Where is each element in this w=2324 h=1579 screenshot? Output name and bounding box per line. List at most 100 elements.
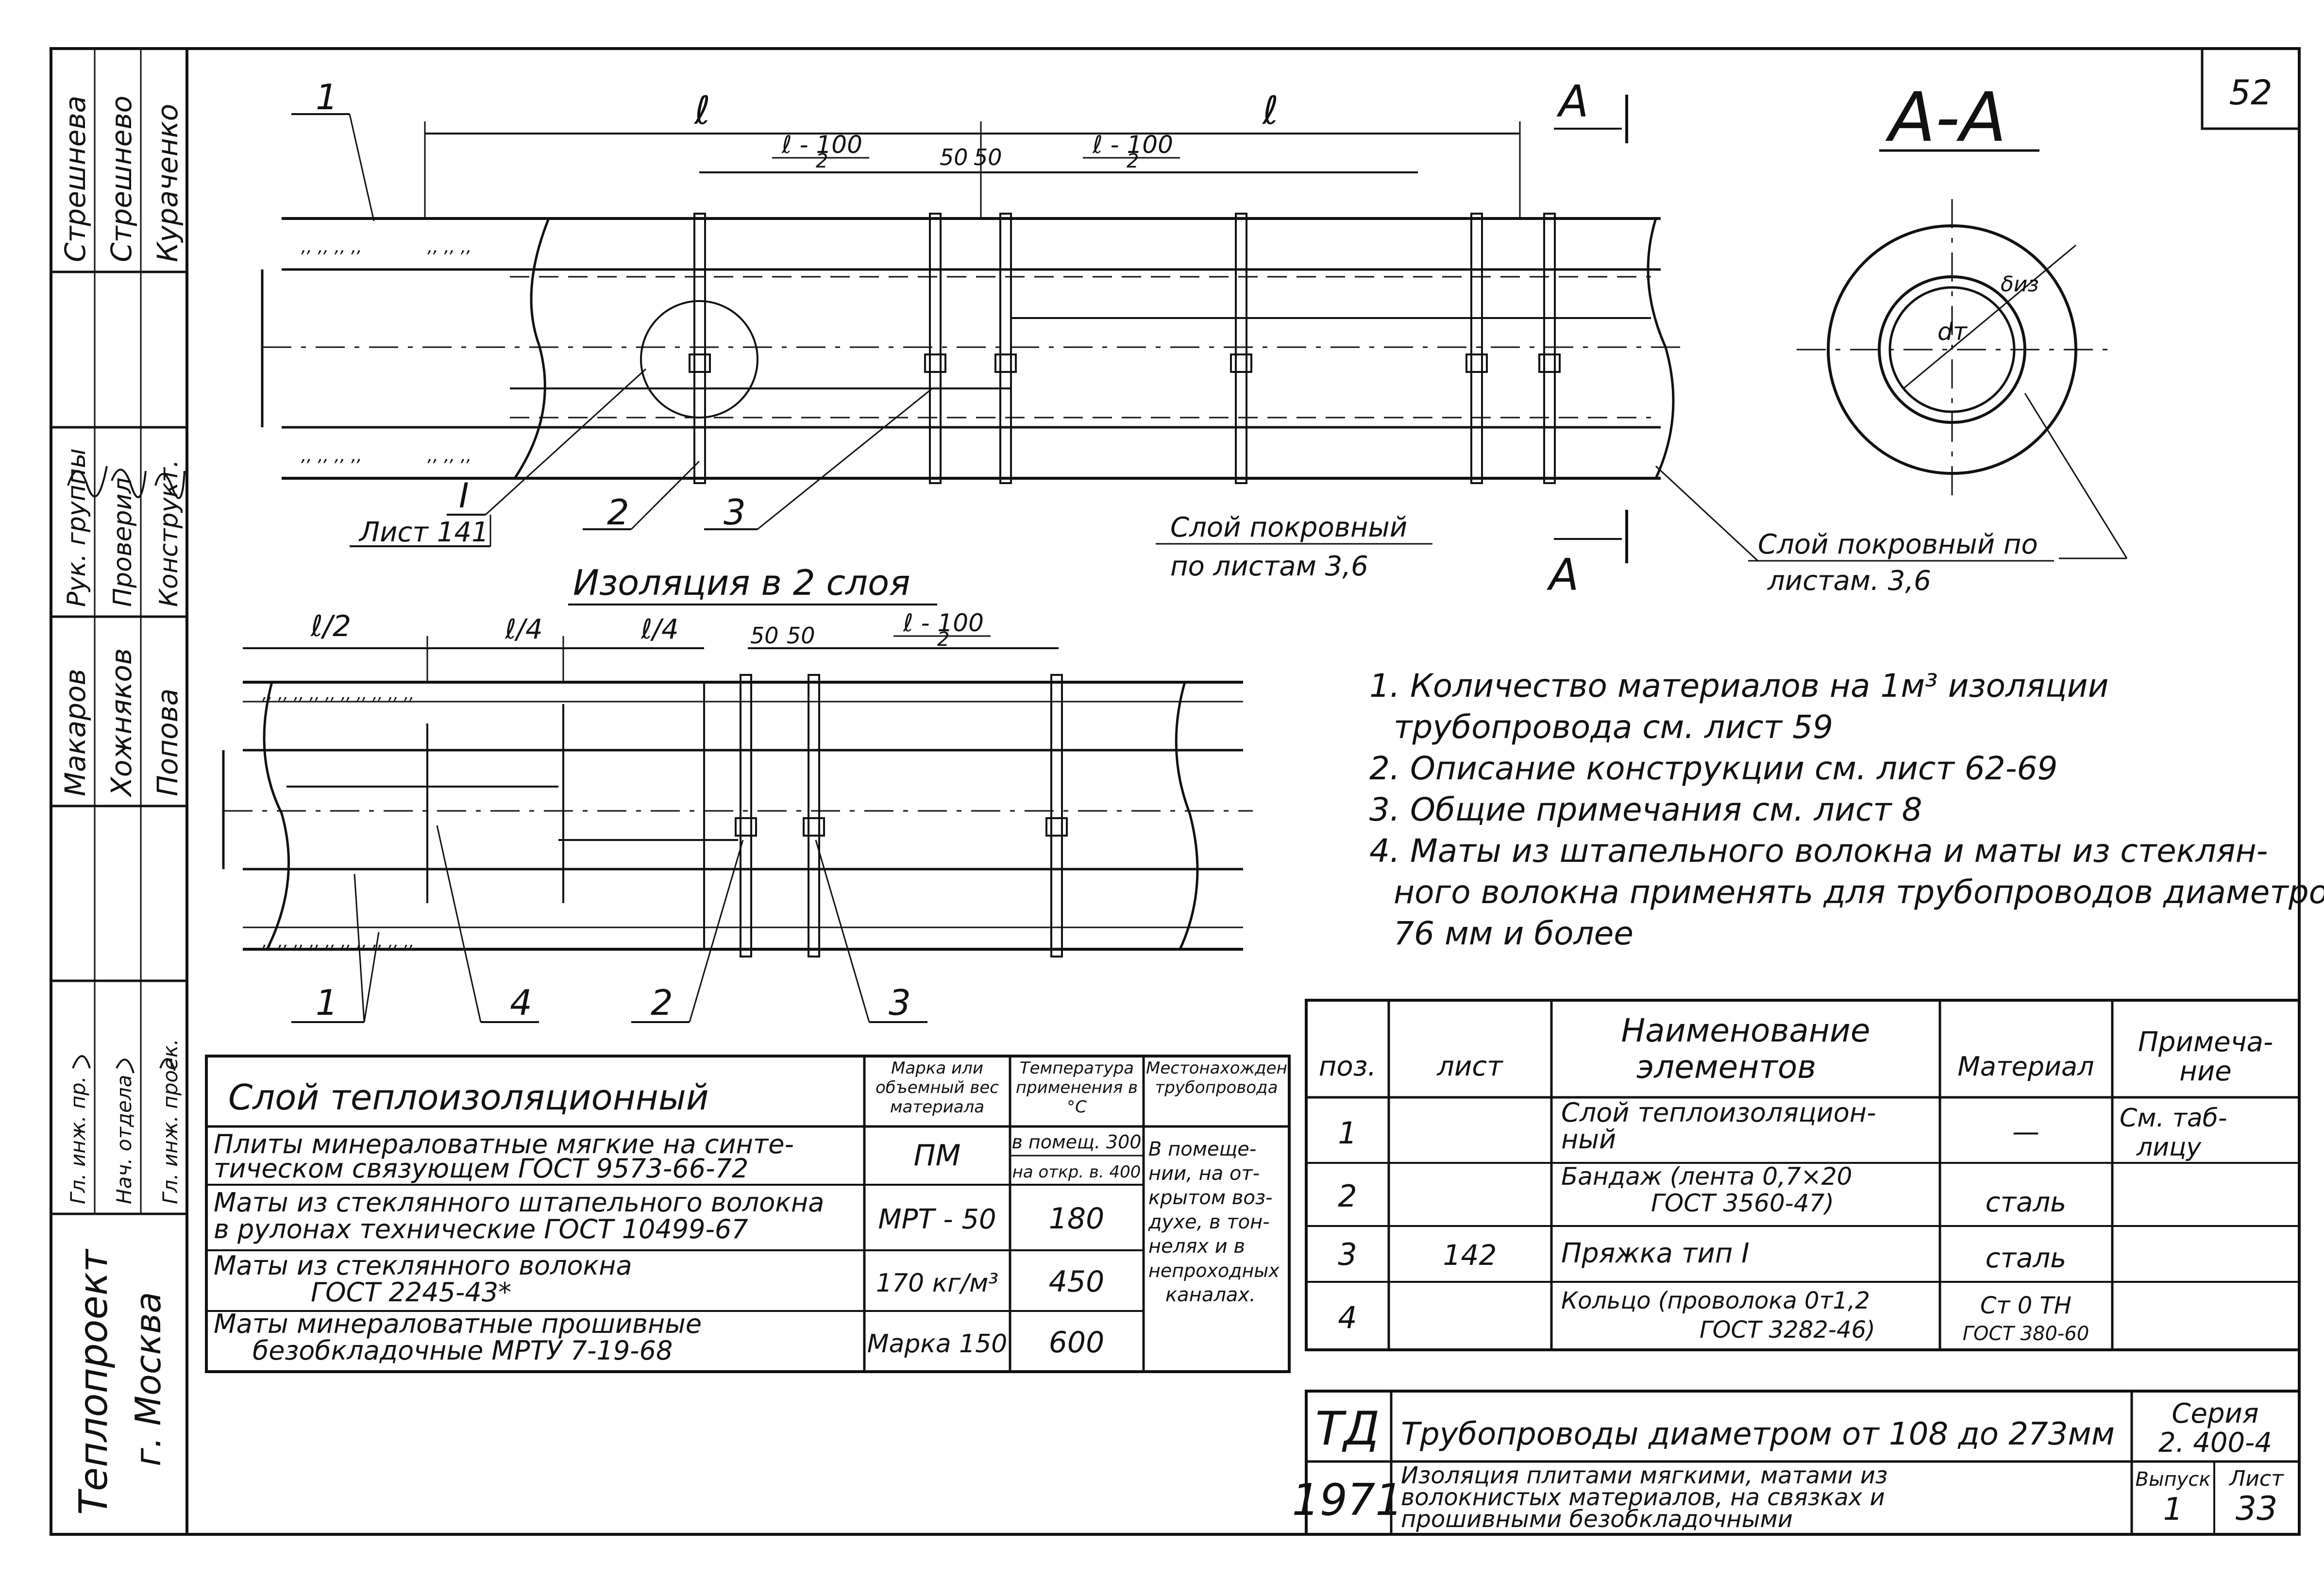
spec-header-sheet: лист (1436, 1051, 1503, 1082)
layer-row-3-name-2: ГОСТ 2245-43* (311, 1277, 511, 1308)
title-sub-2: волокнистых материалов, на связках и (1401, 1484, 1885, 1511)
section-aa: А-А dт δиз Слой покровный по листам. 3,6 (1655, 78, 2128, 597)
spec-row-4-material-2: ГОСТ 380-60 (1963, 1323, 2089, 1345)
dim-half-bottom-den: 2 (937, 628, 949, 651)
issue-label: Выпуск (2136, 1468, 2211, 1491)
sheet-frame (50, 47, 2301, 1536)
callout-3-bottom: 3 (889, 982, 911, 1023)
side-stamp: Стрешнева Стрешнево Кураченко Рук. групп… (51, 49, 187, 1515)
layer-row-1-name-1: Плиты минераловатные мягкие на синте- (214, 1129, 794, 1159)
section-label: А-А (1885, 78, 2006, 157)
svg-text:,, ,, ,, ,,: ,, ,, ,, ,, (301, 446, 362, 466)
stamp-name-2: Стрешнево (105, 96, 138, 262)
page-number-box (2201, 47, 2301, 130)
note-line-1: 1. Количество материалов на 1м³ изоляции (1369, 667, 2109, 705)
spec-row-1-note-2: лицу (2136, 1133, 2202, 1162)
spec-header-note-2: ние (2179, 1056, 2231, 1087)
layer-header-location: Местонахождение трубопровода (1146, 1058, 1287, 1097)
cover-note-2-section: листам. 3,6 (1767, 565, 1931, 597)
notes: 1. Количество материалов на 1м³ изоляции… (1369, 667, 2324, 952)
spec-header-pos: поз. (1319, 1051, 1376, 1082)
stamp-name-3: Кураченко (151, 104, 184, 262)
dim-delta: δиз (2001, 272, 2039, 297)
layer-location-3: крытом воз- (1148, 1187, 1273, 1209)
layer-row-1-temp-1: в помещ. 300 (1011, 1131, 1141, 1153)
note-line-3: 2. Описание конструкции см. лист 62-69 (1369, 750, 2058, 787)
callout-1-top: 1 (316, 77, 338, 118)
signature (67, 466, 185, 499)
stamp-role2-2: Нач. отдела (112, 1075, 136, 1204)
layer-row-4-name-2: безобкладочные МРТУ 7-19-68 (253, 1335, 673, 1366)
spec-header-name-2: элементов (1636, 1048, 1816, 1086)
sheet-value: 33 (2236, 1490, 2278, 1528)
spec-row-4-name-1: Кольцо (проволока 0т1,2 (1561, 1287, 1870, 1314)
layer-row-3-name-1: Маты из стеклянного волокна (214, 1250, 632, 1281)
dim-half2-den: 2 (1127, 150, 1139, 172)
spec-row-3-name-1: Пряжка тип I (1561, 1238, 1750, 1269)
svg-text:,, ,, ,, ,, ,, ,, ,, ,, ,, ,,: ,, ,, ,, ,, ,, ,, ,, ,, ,, ,, (262, 684, 414, 704)
layer-row-4-name-1: Маты минераловатные прошивные (214, 1309, 702, 1339)
section-markers: А А (1547, 76, 1628, 601)
top-pipe-drawing: ,, ,, ,, ,, ,, ,, ,, ,, ,, ,, ,, ,, ,, ,… (261, 77, 1680, 582)
spec-row-4-material-1: Ст 0 ТН (1980, 1292, 2071, 1319)
sheet-label: Лист (2228, 1466, 2284, 1491)
spec-header-material: Материал (1957, 1051, 2094, 1082)
stamp-role2-1: Гл. инж. пр. (66, 1076, 90, 1204)
note-line-7: 76 мм и более (1394, 915, 1634, 952)
svg-text:,, ,, ,, ,, ,, ,, ,, ,, ,, ,,: ,, ,, ,, ,, ,, ,, ,, ,, ,, ,, (262, 932, 414, 951)
layer-row-2-name-2: в рулонах технические ГОСТ 10499-67 (214, 1214, 748, 1244)
dim-l4b: ℓ/4 (640, 614, 679, 645)
note-line-4: 3. Общие примечания см. лист 8 (1369, 791, 1922, 828)
layer-row-1-temp-2: на откр. в. 400 (1012, 1162, 1141, 1182)
cover-note-1-top: Слой покровный (1170, 512, 1407, 543)
dim-50a: 50 (940, 144, 968, 170)
layer-row-2-mark: МРТ - 50 (878, 1204, 996, 1235)
dim-half1-den: 2 (816, 150, 828, 172)
insulation-hatch: ,, ,, ,, ,, ,, ,, ,, ,, ,, ,, ,, ,, ,, ,… (262, 684, 414, 951)
layer-row-3-mark: 170 кг/м³ (876, 1269, 998, 1298)
dim-50b: 50 (974, 144, 1002, 170)
dim-half1: ℓ - 100 (781, 131, 862, 159)
spec-row-2-name-2: ГОСТ 3560-47) (1651, 1189, 1834, 1217)
stamp-name2-3: Попова (151, 689, 184, 796)
dim-l2: ℓ (1262, 88, 1279, 133)
two-layer-title: Изоляция в 2 слоя (573, 562, 910, 603)
callout-4-bottom: 4 (510, 982, 532, 1023)
series-label: Серия (2172, 1398, 2258, 1429)
spec-row-4-name-2: ГОСТ 3282-46) (1700, 1316, 1875, 1344)
stamp-role-2: Проверил (108, 477, 137, 607)
note-line-5: 4. Маты из штапельного волокна и маты из… (1369, 832, 2268, 870)
layer-location-5: нелях и в (1148, 1235, 1245, 1258)
layer-location-7: каналах. (1165, 1284, 1256, 1306)
bottom-pipe-drawing: Изоляция в 2 слоя ,, ,, ,, ,, ,, ,, ,, ,… (222, 562, 1253, 1023)
band (689, 213, 1561, 484)
spec-row-1-material: — (2012, 1116, 2039, 1148)
stamp-name2-1: Макаров (59, 669, 92, 796)
title-code: ТД (1315, 1402, 1380, 1456)
spec-row-1-pos: 1 (1338, 1115, 1357, 1151)
layer-row-1-mark: ПМ (914, 1139, 961, 1173)
series-value: 2. 400-4 (2158, 1427, 2272, 1459)
page-number: 52 (2229, 73, 2272, 113)
callout-2-top: 2 (607, 492, 629, 533)
spec-row-1-note-1: См. таб- (2120, 1104, 2227, 1133)
layer-header-temp: Температура применения в °С (1015, 1058, 1138, 1117)
insulation-hatch: ,, ,, ,, ,, ,, ,, ,, ,, ,, ,, ,, ,, ,, ,… (301, 237, 472, 466)
dim-50a-bottom: 50 (750, 622, 779, 649)
stamp-org: Теплопроект (71, 1248, 116, 1515)
layer-row-2-name-1: Маты из стеклянного штапельного волокна (214, 1187, 824, 1218)
stamp-name2-2: Хожняков (105, 648, 138, 798)
detail-circle (640, 300, 758, 419)
spec-row-3-sheet: 142 (1443, 1239, 1497, 1272)
spec-row-3-pos: 3 (1338, 1237, 1357, 1272)
layer-table: Слой теплоизоляционный Марка или объемны… (205, 1055, 1291, 1373)
layer-row-4-temp: 600 (1049, 1326, 1105, 1360)
note-line-2: трубопровода см. лист 59 (1394, 708, 1833, 746)
svg-text:,, ,, ,,: ,, ,, ,, (427, 237, 472, 257)
layer-location-4: духе, в тон- (1148, 1211, 1270, 1233)
stamp-role-1: Рук. группы (62, 448, 91, 607)
note-line-6: ного волокна применять для трубопроводов… (1394, 873, 2324, 911)
layer-row-1-name-2: тическом связующем ГОСТ 9573-66-72 (214, 1153, 748, 1184)
layer-header-name: Слой теплоизоляционный (228, 1077, 709, 1118)
